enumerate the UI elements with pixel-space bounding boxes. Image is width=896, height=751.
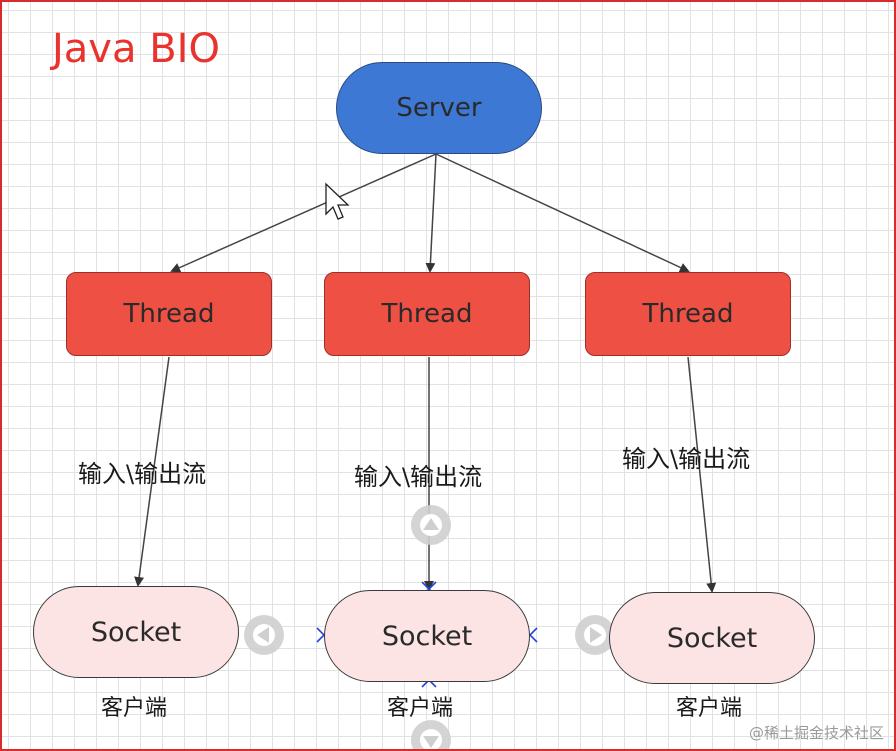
socket-caption-3: 客户端 [676, 696, 743, 721]
edge-thread-socket-3[interactable] [687, 356, 717, 593]
thread-node-3[interactable]: Thread [585, 272, 791, 356]
socket-node-2[interactable]: Socket [324, 590, 530, 682]
up-arrow-handle-icon[interactable] [411, 505, 451, 545]
down-arrow-handle-icon[interactable] [411, 720, 451, 751]
socket-node-3[interactable]: Socket [609, 592, 815, 684]
thread-node-1[interactable]: Thread [66, 272, 272, 356]
edge-server-thread-3[interactable] [435, 153, 690, 273]
edge-server-thread-1[interactable] [170, 153, 437, 273]
left-arrow-handle-icon[interactable] [244, 615, 284, 655]
stream-label-2: 输入\输出流 [354, 463, 483, 491]
right-arrow-handle-icon[interactable] [575, 615, 615, 655]
edge-server-thread-2[interactable] [425, 153, 437, 273]
server-node[interactable]: Server [336, 62, 542, 154]
watermark-text: @稀土掘金技术社区 [748, 724, 884, 742]
stream-label-1: 输入\输出流 [78, 460, 207, 488]
diagram-title: Java BIO [52, 26, 220, 72]
stream-label-3: 输入\输出流 [622, 445, 751, 473]
socket-caption-2: 客户端 [387, 696, 454, 721]
thread-node-2[interactable]: Thread [324, 272, 530, 356]
mouse-pointer-icon [325, 182, 350, 220]
edge-thread-socket-1[interactable] [134, 356, 170, 587]
socket-caption-1: 客户端 [101, 696, 168, 721]
socket-node-1[interactable]: Socket [33, 586, 239, 678]
